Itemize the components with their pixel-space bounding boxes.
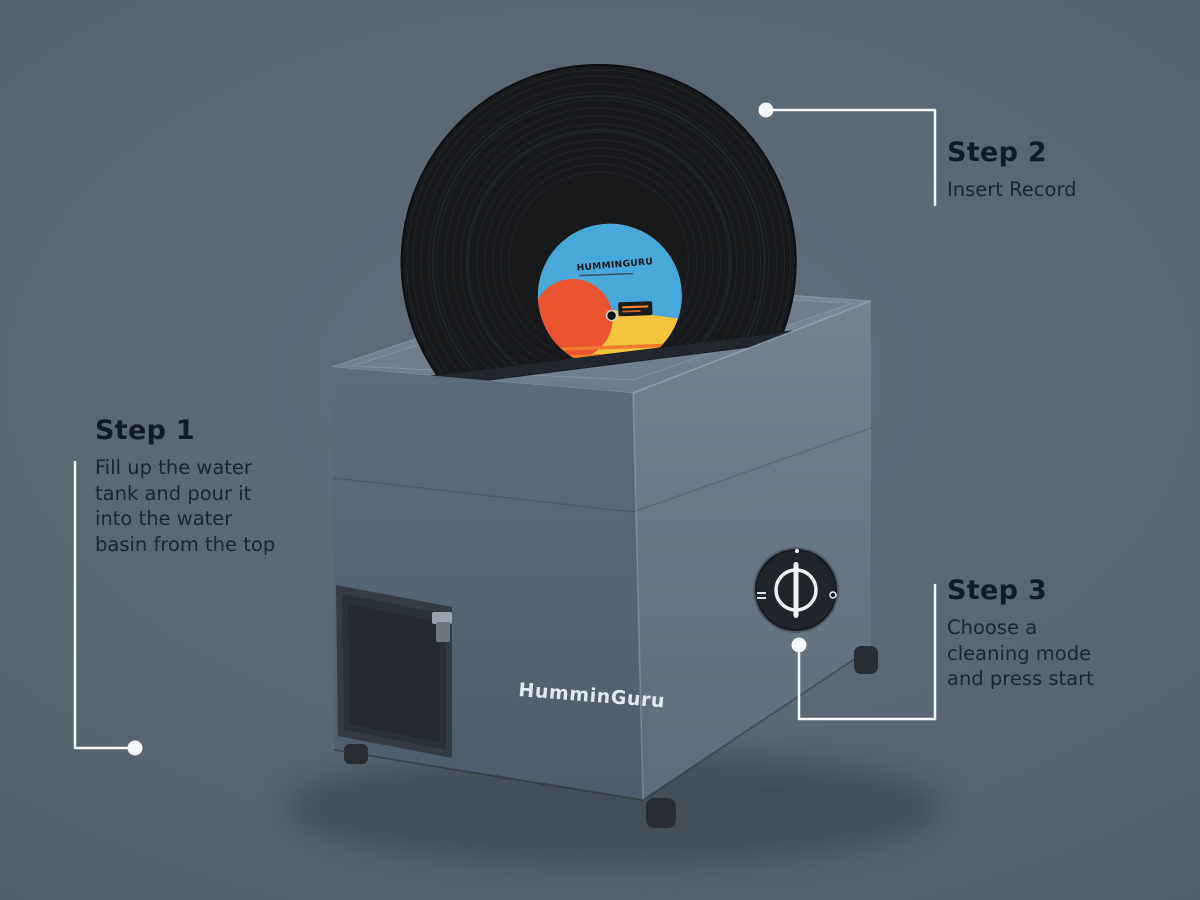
step2-title: Step 2 <box>947 137 1047 168</box>
leader-line-step2 <box>772 108 937 207</box>
vinyl-record: HUMMINGURU <box>400 64 797 384</box>
annotation-step1: Step 1 Fill up the water tank and pour i… <box>95 415 275 558</box>
front-corner-edge <box>632 392 644 801</box>
step1-description: Fill up the water tank and pour it into … <box>95 456 276 557</box>
machine-foot-front <box>646 798 676 828</box>
water-tank-latch <box>432 612 452 624</box>
machine-body: HumminGuru <box>331 280 878 828</box>
annotation-step2: Step 2 Insert Record <box>947 137 1077 203</box>
top-front-edge <box>632 300 872 394</box>
body-seam-line <box>332 427 872 513</box>
callout-dot-step3 <box>791 637 807 653</box>
dial-mark-left2 <box>757 597 766 599</box>
dial-mark-right <box>829 591 837 599</box>
water-tank-latch-body <box>436 622 450 642</box>
annotation-step3: Step 3 Choose a cleaning mode and press … <box>947 575 1094 692</box>
leader-line-step3 <box>797 583 937 721</box>
control-dial <box>753 547 839 633</box>
callout-dot-step1 <box>127 740 143 756</box>
ground-shadow <box>285 750 945 866</box>
machine-foot-right <box>854 646 878 674</box>
record-grooves <box>412 75 786 384</box>
dial-pointer <box>793 562 799 618</box>
step3-title: Step 3 <box>947 575 1047 606</box>
step3-description: Choose a cleaning mode and press start <box>947 616 1094 691</box>
step2-description: Insert Record <box>947 178 1077 201</box>
label-red-circle <box>535 278 613 359</box>
step1-title: Step 1 <box>95 415 195 446</box>
spindle-hole <box>605 309 618 322</box>
label-black-badge <box>618 301 653 317</box>
callout-dot-step2 <box>758 102 774 118</box>
machine-foot-left <box>344 744 368 764</box>
dial-mark-top <box>795 549 799 553</box>
dial-mark-left <box>757 592 766 594</box>
record-sheen <box>431 95 766 384</box>
label-subtext-line <box>579 272 634 277</box>
machine-front-face <box>633 301 871 800</box>
water-tank <box>336 585 452 758</box>
leader-line-step1 <box>73 460 129 750</box>
annotation-lines <box>73 108 937 750</box>
bottom-edge <box>333 647 872 802</box>
